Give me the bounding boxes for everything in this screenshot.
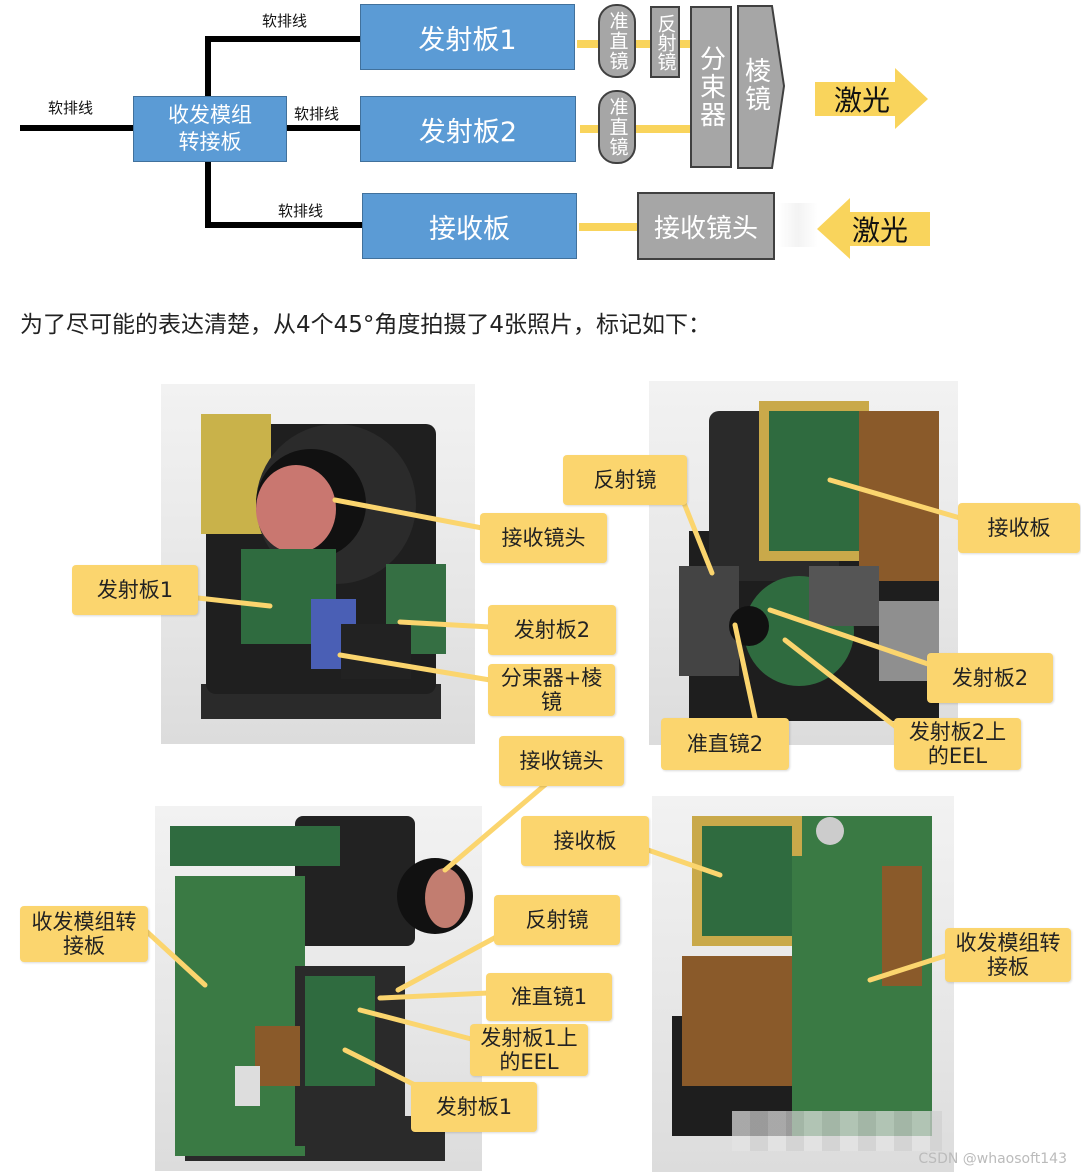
- adapter-line1: 收发模组: [168, 103, 252, 127]
- photo-front-left: [161, 384, 475, 744]
- reflector-optic: 反射镜: [650, 6, 680, 78]
- cable-to-receiver: [205, 222, 362, 228]
- csdn-watermark: CSDN @whaosoft143: [918, 1151, 1067, 1167]
- beam-receiver: [579, 223, 639, 231]
- callout-p3-emitter1: 发射板1: [411, 1082, 537, 1132]
- laser-out-label: 激光: [833, 84, 890, 117]
- receiver-box: 接收板: [362, 193, 577, 259]
- emitter1-label: 发射板1: [418, 24, 517, 56]
- cable-label-left: 软排线: [48, 99, 94, 117]
- callout-p3-reflector: 反射镜: [494, 895, 620, 945]
- reflector-char1: 反: [654, 13, 677, 33]
- adapter-line2: 转接板: [178, 130, 242, 154]
- callout-p3-adapter-line2: 接板: [63, 934, 105, 958]
- collimator2-optic: 准直镜: [598, 90, 636, 164]
- splitter-char3: 器: [695, 101, 726, 129]
- callout-p3-eel-line1: 发射板1上: [480, 1026, 578, 1050]
- photo-back-right: [652, 796, 954, 1172]
- callout-p4-adapter-line2: 接板: [987, 955, 1029, 979]
- callout-p3-adapter: 收发模组转 接板: [20, 906, 148, 962]
- callout-p4-adapter-line1: 收发模组转: [955, 931, 1061, 955]
- callout-p3-receive-lens: 接收镜头: [499, 736, 624, 786]
- callout-p2-emitter2: 发射板2: [927, 653, 1053, 703]
- input-cable: [20, 125, 135, 131]
- laser-out-arrow: [815, 68, 928, 129]
- photo-front-right: [649, 381, 958, 745]
- cable-label-middle: 软排线: [294, 105, 340, 123]
- cable-to-emitter2: [286, 125, 362, 131]
- callout-p1-receive-lens: 接收镜头: [480, 513, 607, 563]
- callout-p3-emitter1-eel: 发射板1上 的EEL: [470, 1024, 588, 1076]
- module-drawing-2: [679, 401, 939, 721]
- reflector-char3: 镜: [654, 51, 677, 71]
- callout-p3-collimator1: 准直镜1: [486, 973, 612, 1021]
- cable-label-bottom: 软排线: [278, 202, 324, 220]
- module-drawing-1: [201, 414, 446, 719]
- callout-p2-collimator2: 准直镜2: [661, 718, 789, 770]
- callout-p3-adapter-line1: 收发模组转: [31, 910, 137, 934]
- receive-lens-label: 接收镜头: [653, 213, 758, 244]
- collimator2-char3: 镜: [606, 137, 629, 157]
- prism-char2: 镜: [740, 85, 771, 113]
- splitter-optic: 分束器: [690, 6, 732, 168]
- collimator1-char2: 直: [606, 31, 629, 51]
- splitter-char1: 分: [695, 45, 726, 73]
- reflector-char2: 射: [654, 32, 677, 52]
- callout-p2-eel-line2: 的EEL: [927, 744, 988, 768]
- photo-caption: 为了尽可能的表达清楚，从4个45°角度拍摄了4张照片，标记如下：: [20, 312, 712, 338]
- beam-emitter2: [580, 125, 692, 133]
- callout-p1-emitter2: 发射板2: [488, 605, 616, 655]
- collimator1-char1: 准: [606, 11, 629, 31]
- cable-to-emitter1: [205, 36, 362, 42]
- receive-lens-optic: 接收镜头: [637, 192, 775, 260]
- receiver-label: 接收板: [429, 213, 510, 245]
- callout-p4-receiver: 接收板: [521, 816, 649, 866]
- callout-p3-eel-line2: 的EEL: [499, 1050, 559, 1074]
- cable-label-top: 软排线: [262, 12, 308, 30]
- system-diagram: 软排线 软排线 软排线 软排线 收发模组 转接板 发射板1 发射板2 接收板 准…: [0, 0, 1081, 270]
- callout-p4-adapter: 收发模组转 接板: [945, 928, 1071, 982]
- laser-in-label: 激光: [851, 214, 908, 247]
- callout-p1-emitter1: 发射板1: [72, 565, 198, 615]
- callout-p2-eel-line1: 发射板2上: [908, 720, 1007, 744]
- prism-char1: 棱: [740, 57, 771, 85]
- emitter2-box: 发射板2: [360, 96, 576, 162]
- trunk-vertical-down: [205, 158, 211, 228]
- callout-p1-splitter-prism: 分束器+棱 镜: [488, 664, 615, 716]
- blurred-region: [732, 1111, 942, 1151]
- prism-optic: [737, 5, 786, 169]
- callout-p1-splitter-line2: 镜: [541, 690, 562, 714]
- emitter2-label: 发射板2: [418, 116, 518, 148]
- prism-label: 棱镜: [736, 40, 776, 130]
- callout-p1-splitter-line1: 分束器+棱: [500, 666, 603, 690]
- callout-p2-reflector: 反射镜: [563, 455, 687, 505]
- collimator2-char1: 准: [606, 97, 629, 117]
- collimator1-char3: 镜: [606, 51, 629, 71]
- collimator1-optic: 准直镜: [598, 4, 636, 78]
- emitter1-box: 发射板1: [360, 4, 575, 70]
- callout-p2-receiver: 接收板: [958, 503, 1080, 553]
- laser-in-arrow: [817, 198, 930, 259]
- blurred-region: [778, 203, 818, 247]
- splitter-char2: 束: [695, 73, 726, 101]
- collimator2-char2: 直: [606, 117, 629, 137]
- trunk-vertical-up: [205, 36, 211, 98]
- adapter-board-box: 收发模组 转接板: [133, 96, 287, 162]
- callout-p2-emitter2-eel: 发射板2上 的EEL: [894, 718, 1021, 770]
